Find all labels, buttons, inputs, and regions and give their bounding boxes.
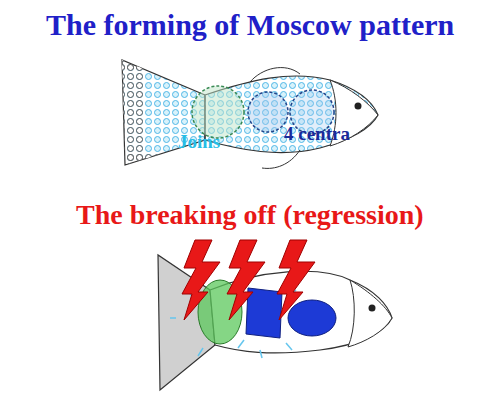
fish-bottom <box>158 240 392 390</box>
pattern-label: 4 centra <box>284 124 350 145</box>
title: The forming of Moscow pattern <box>46 8 454 41</box>
section-heading: The breaking off (regression) <box>76 200 424 231</box>
pattern-label: Joins <box>178 132 220 153</box>
fish-top <box>120 55 378 170</box>
